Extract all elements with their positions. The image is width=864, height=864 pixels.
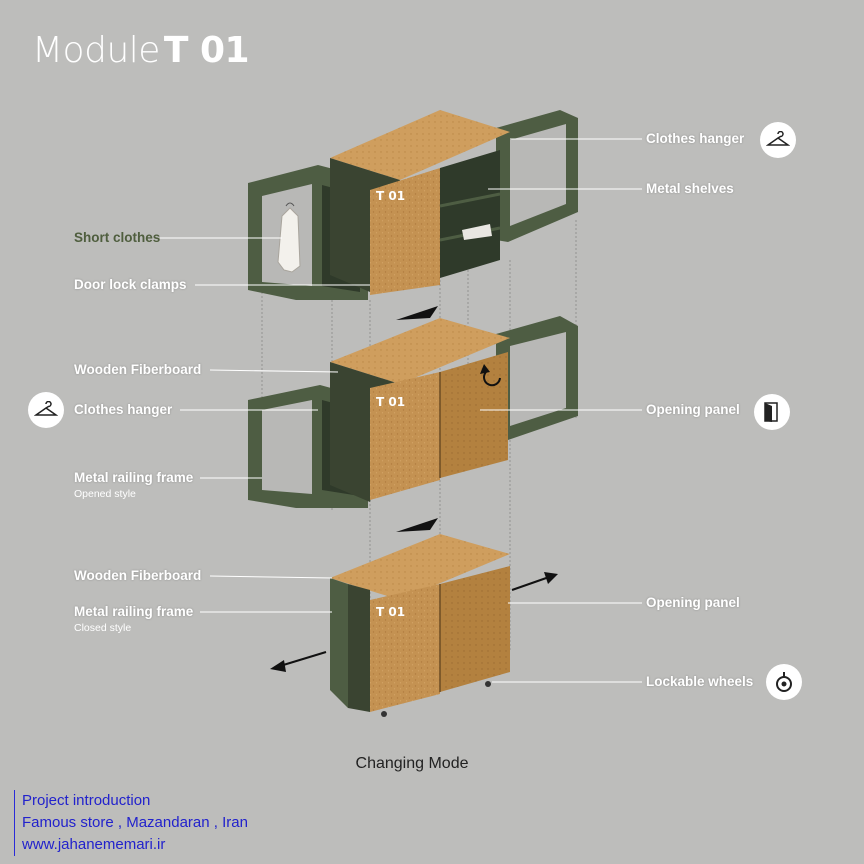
label-clothes-hanger-top: Clothes hanger	[646, 131, 745, 146]
footer: Project introduction Famous store , Maza…	[14, 790, 248, 856]
diagram-caption: Changing Mode	[355, 755, 469, 772]
cabinet-tag-bottom: T 01	[376, 605, 405, 619]
leader-lines	[160, 138, 642, 683]
arrow-icon	[396, 518, 438, 532]
label-opened-style: Opened style	[74, 488, 136, 500]
label-wooden-fiberboard-mid: Wooden Fiberboard	[74, 362, 202, 377]
footer-location: Famous store , Mazandaran , Iran	[22, 814, 248, 831]
top-cabinet-open: T 01	[248, 110, 578, 300]
footer-website[interactable]: www.jahanememari.ir	[22, 836, 166, 853]
label-metal-shelves: Metal shelves	[646, 181, 734, 196]
label-clothes-hanger-mid: Clothes hanger	[74, 402, 173, 417]
footer-project-introduction: Project introduction	[22, 792, 151, 809]
slide-arrows	[270, 572, 558, 672]
bottom-cabinet-closed: T 01	[330, 534, 510, 717]
label-opening-panel-bottom: Opening panel	[646, 595, 740, 610]
cabinet-tag-top: T 01	[376, 189, 405, 203]
door-open-icon	[754, 394, 790, 430]
clothes-hanger-icon	[760, 122, 796, 158]
cabinet-tag-middle: T 01	[376, 395, 405, 409]
title-bold: T 01	[163, 30, 250, 71]
label-lockable-wheels: Lockable wheels	[646, 674, 754, 689]
label-closed-style: Closed style	[74, 622, 132, 634]
middle-cabinet-open: T 01	[248, 316, 578, 508]
label-metal-railing-closed: Metal railing frame	[74, 604, 194, 619]
label-short-clothes: Short clothes	[74, 230, 161, 245]
label-door-lock-clamps: Door lock clamps	[74, 277, 187, 292]
label-wooden-fiberboard-bottom: Wooden Fiberboard	[74, 568, 202, 583]
arrow-icon	[396, 306, 438, 320]
label-metal-railing-opened: Metal railing frame	[74, 470, 194, 485]
label-opening-panel-mid: Opening panel	[646, 402, 740, 417]
clothes-hanger-icon	[28, 392, 64, 428]
rotate-icon	[483, 371, 501, 387]
title-light: Module	[32, 30, 160, 71]
lockable-wheel-icon	[766, 664, 802, 700]
